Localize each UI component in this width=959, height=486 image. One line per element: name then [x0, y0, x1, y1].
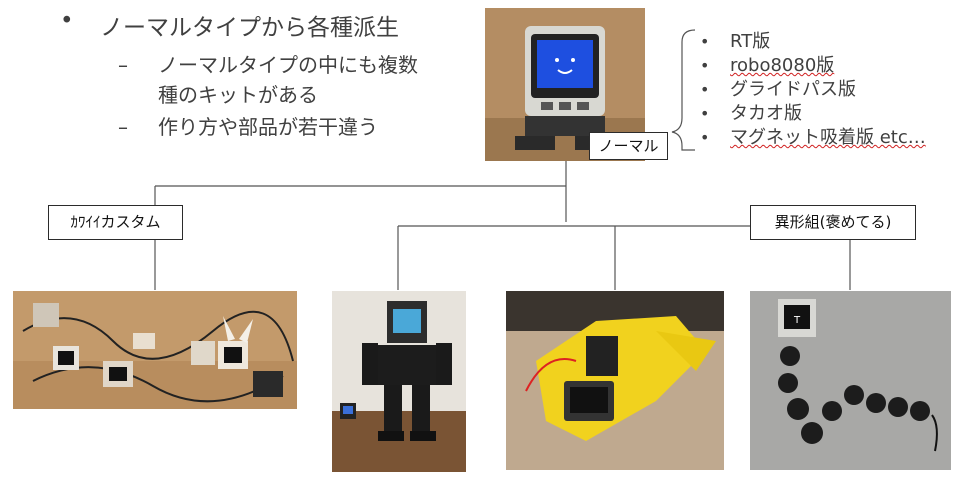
variant-item: •グライドパス版 [700, 79, 856, 100]
variant-text: タカオ版 [730, 103, 802, 124]
label-normal: ノーマル [589, 132, 668, 160]
photo-snake-robot: T [750, 291, 951, 470]
label-kawaii-custom: ｶﾜｲｲカスタム [48, 205, 183, 240]
variant-list: •RT版 •robo8080版 •グライドパス版 •タカオ版 •マグネット吸着版… [700, 30, 926, 150]
variant-text: RT版 [730, 31, 771, 52]
variant-item: •robo8080版 [700, 55, 835, 76]
bullet-main-text: ノーマルタイプから各種派生 [100, 15, 399, 41]
photo-kawaii-custom [13, 291, 297, 409]
dash-glyph: – [118, 115, 128, 139]
photo-yellow-robot [506, 291, 724, 470]
svg-text:T: T [793, 315, 801, 326]
variant-text: グライドパス版 [730, 79, 856, 100]
variant-text: マグネット吸着版 etc… [730, 127, 926, 148]
dash-glyph: – [118, 53, 128, 77]
variant-item: •マグネット吸着版 etc… [700, 127, 926, 148]
variant-item: •RT版 [700, 31, 771, 52]
bullet-glyph: • [60, 8, 74, 34]
sub-bullet-1-text: ノーマルタイプの中にも複数 種のキットがある [158, 50, 488, 110]
photo-humanoid-robot [332, 291, 466, 472]
sub-bullet-1-line2: 種のキットがある [158, 83, 318, 107]
sub-bullet-2-text: 作り方や部品が若干違う [158, 115, 378, 139]
sub-bullet-1-line1: ノーマルタイプの中にも複数 [158, 53, 418, 77]
label-ikei-group: 異形組(褒めてる) [750, 205, 916, 240]
variant-item: •タカオ版 [700, 103, 802, 124]
variant-text: robo8080版 [730, 55, 835, 76]
